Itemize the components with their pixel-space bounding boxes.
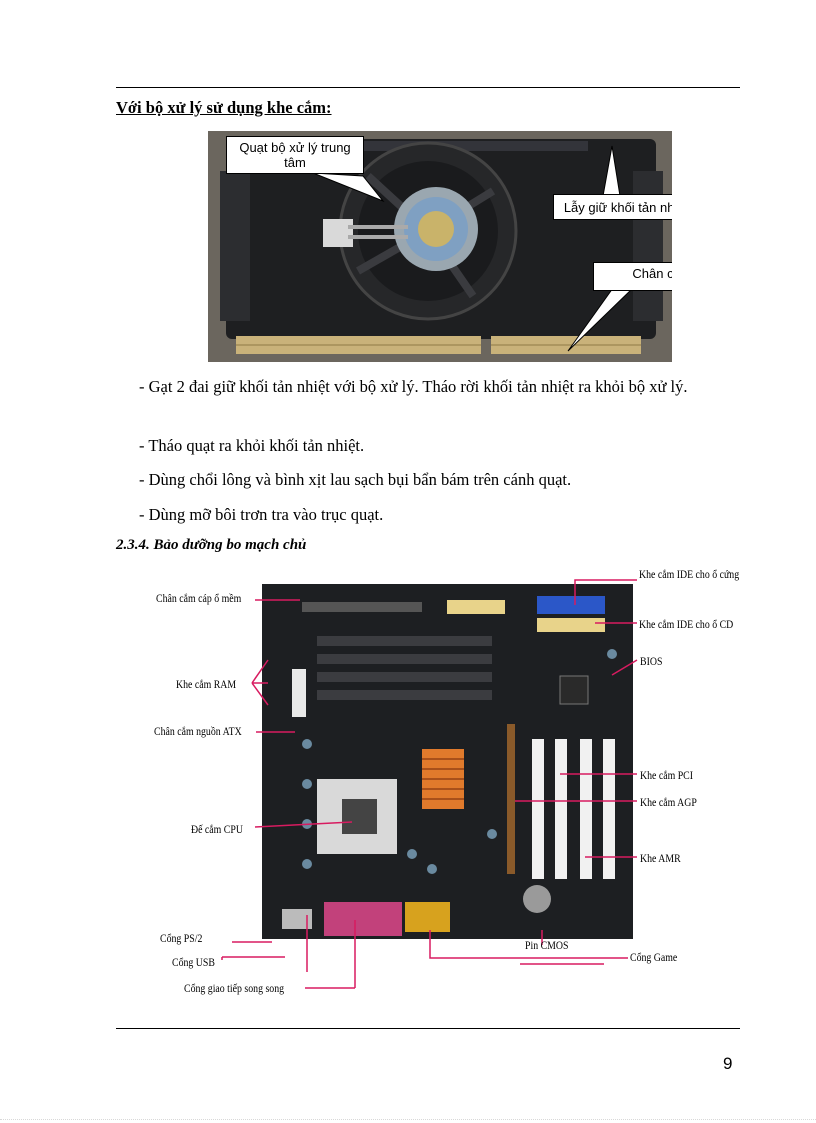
page-edge: [0, 1119, 816, 1120]
step-1: - Gạt 2 đai giữ khối tản nhiệt với bộ xử…: [139, 377, 688, 396]
label-amr-slot: Khe AMR: [640, 851, 681, 865]
footer-rule: [116, 1028, 740, 1029]
step-3: - Dùng chổi lông và bình xịt lau sạch bụ…: [139, 470, 572, 489]
label-ide-hdd: Khe cắm IDE cho ổ cứng: [639, 567, 740, 581]
label-parallel-port: Cổng giao tiếp song song: [184, 981, 285, 995]
section-heading: Với bộ xử lý sử dụng khe cắm:: [116, 98, 332, 117]
label-atx-power: Chân cắm nguồn ATX: [154, 724, 242, 738]
step-4: - Dùng mỡ bôi trơn tra vào trục quạt.: [139, 505, 384, 524]
motherboard-illustration: [262, 584, 633, 939]
label-ps2-port: Cổng PS/2: [160, 931, 203, 945]
cpu-fan-callout: Quạt bộ xử lý trung tâm: [226, 136, 364, 174]
subsection-heading: 2.3.4. Bảo dưỡng bo mạch chủ: [116, 537, 307, 553]
label-cpu-socket: Đế cắm CPU: [191, 822, 243, 836]
label-agp-slot: Khe cắm AGP: [640, 795, 697, 809]
label-game-port: Cổng Game: [630, 950, 678, 964]
label-bios: BIOS: [640, 654, 663, 668]
label-usb-port: Cổng USB: [172, 955, 215, 969]
heatsink-latch-callout: Lẫy giữ khối tản nhiệt: [553, 194, 672, 220]
page-number: 9: [723, 1054, 733, 1073]
label-ide-cd: Khe cắm IDE cho ổ CD: [639, 617, 734, 631]
label-pci-slots: Khe cắm PCI: [640, 768, 694, 782]
motherboard-photo: [262, 584, 633, 939]
label-floppy-connector: Chân cắm cáp ổ mềm: [156, 591, 242, 605]
connector-pins-callout: Chân cắm: [593, 262, 672, 291]
slot-cpu-photo: Quạt bộ xử lý trung tâm Lẫy giữ khối tản…: [208, 131, 672, 362]
label-cmos-battery: Pin CMOS: [525, 938, 569, 952]
step-2: - Tháo quạt ra khỏi khối tản nhiệt.: [139, 436, 365, 455]
label-ram-slots: Khe cắm RAM: [176, 677, 237, 691]
slot-cpu-illustration: [208, 131, 672, 362]
header-rule: [116, 87, 740, 88]
